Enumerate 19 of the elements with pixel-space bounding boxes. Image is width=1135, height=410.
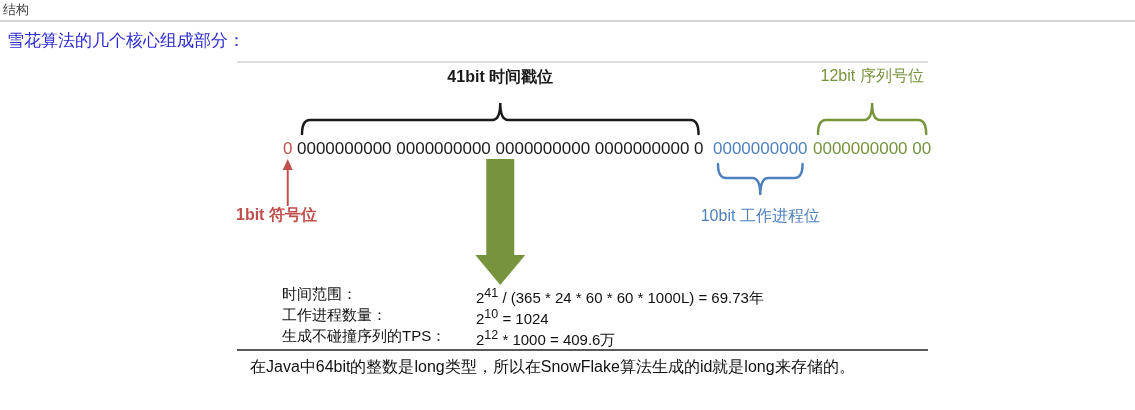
timestamp-bits: 0000000000 0000000000 0000000000 0000000000 0 [297, 139, 704, 160]
block-arrow [475, 159, 526, 285]
row-label: 工作进程数量： [282, 306, 388, 325]
field-label: 41bit 时间戳位 [447, 68, 554, 87]
row-label: 生成不碰撞序列的TPS： [282, 327, 448, 346]
caption-text: 在Java中64bit的整数是long类型，所以在SnowFlake算法生成的id就是long来存储的。 [250, 357, 855, 377]
row-label: 时间范围： [282, 285, 358, 304]
field-label: 12bit 序列号位 [820, 67, 924, 86]
diagram-title: 雪花算法的几个核心组成部分： [7, 31, 245, 51]
sign-bit-label: 1bit 符号位 [236, 206, 317, 225]
sequence-bits: 0000000000 00 [813, 139, 932, 160]
section-heading: 结构 [3, 3, 29, 18]
worker-id-bits: 0000000000 [713, 139, 808, 160]
formula: 2$^{41}$ / (365 * 24 * 60 * 60 * 1000L) = 69.73年 [476, 285, 764, 306]
field-label: 10bit 工作进程位 [700, 207, 820, 226]
arrow [282, 159, 293, 207]
formula: 2$^{10}$ = 1024 [476, 306, 550, 327]
sign-bit-digit: 0 [283, 139, 293, 160]
formula: 2$^{12}$ * 1000 = 409.6万 [476, 327, 617, 348]
